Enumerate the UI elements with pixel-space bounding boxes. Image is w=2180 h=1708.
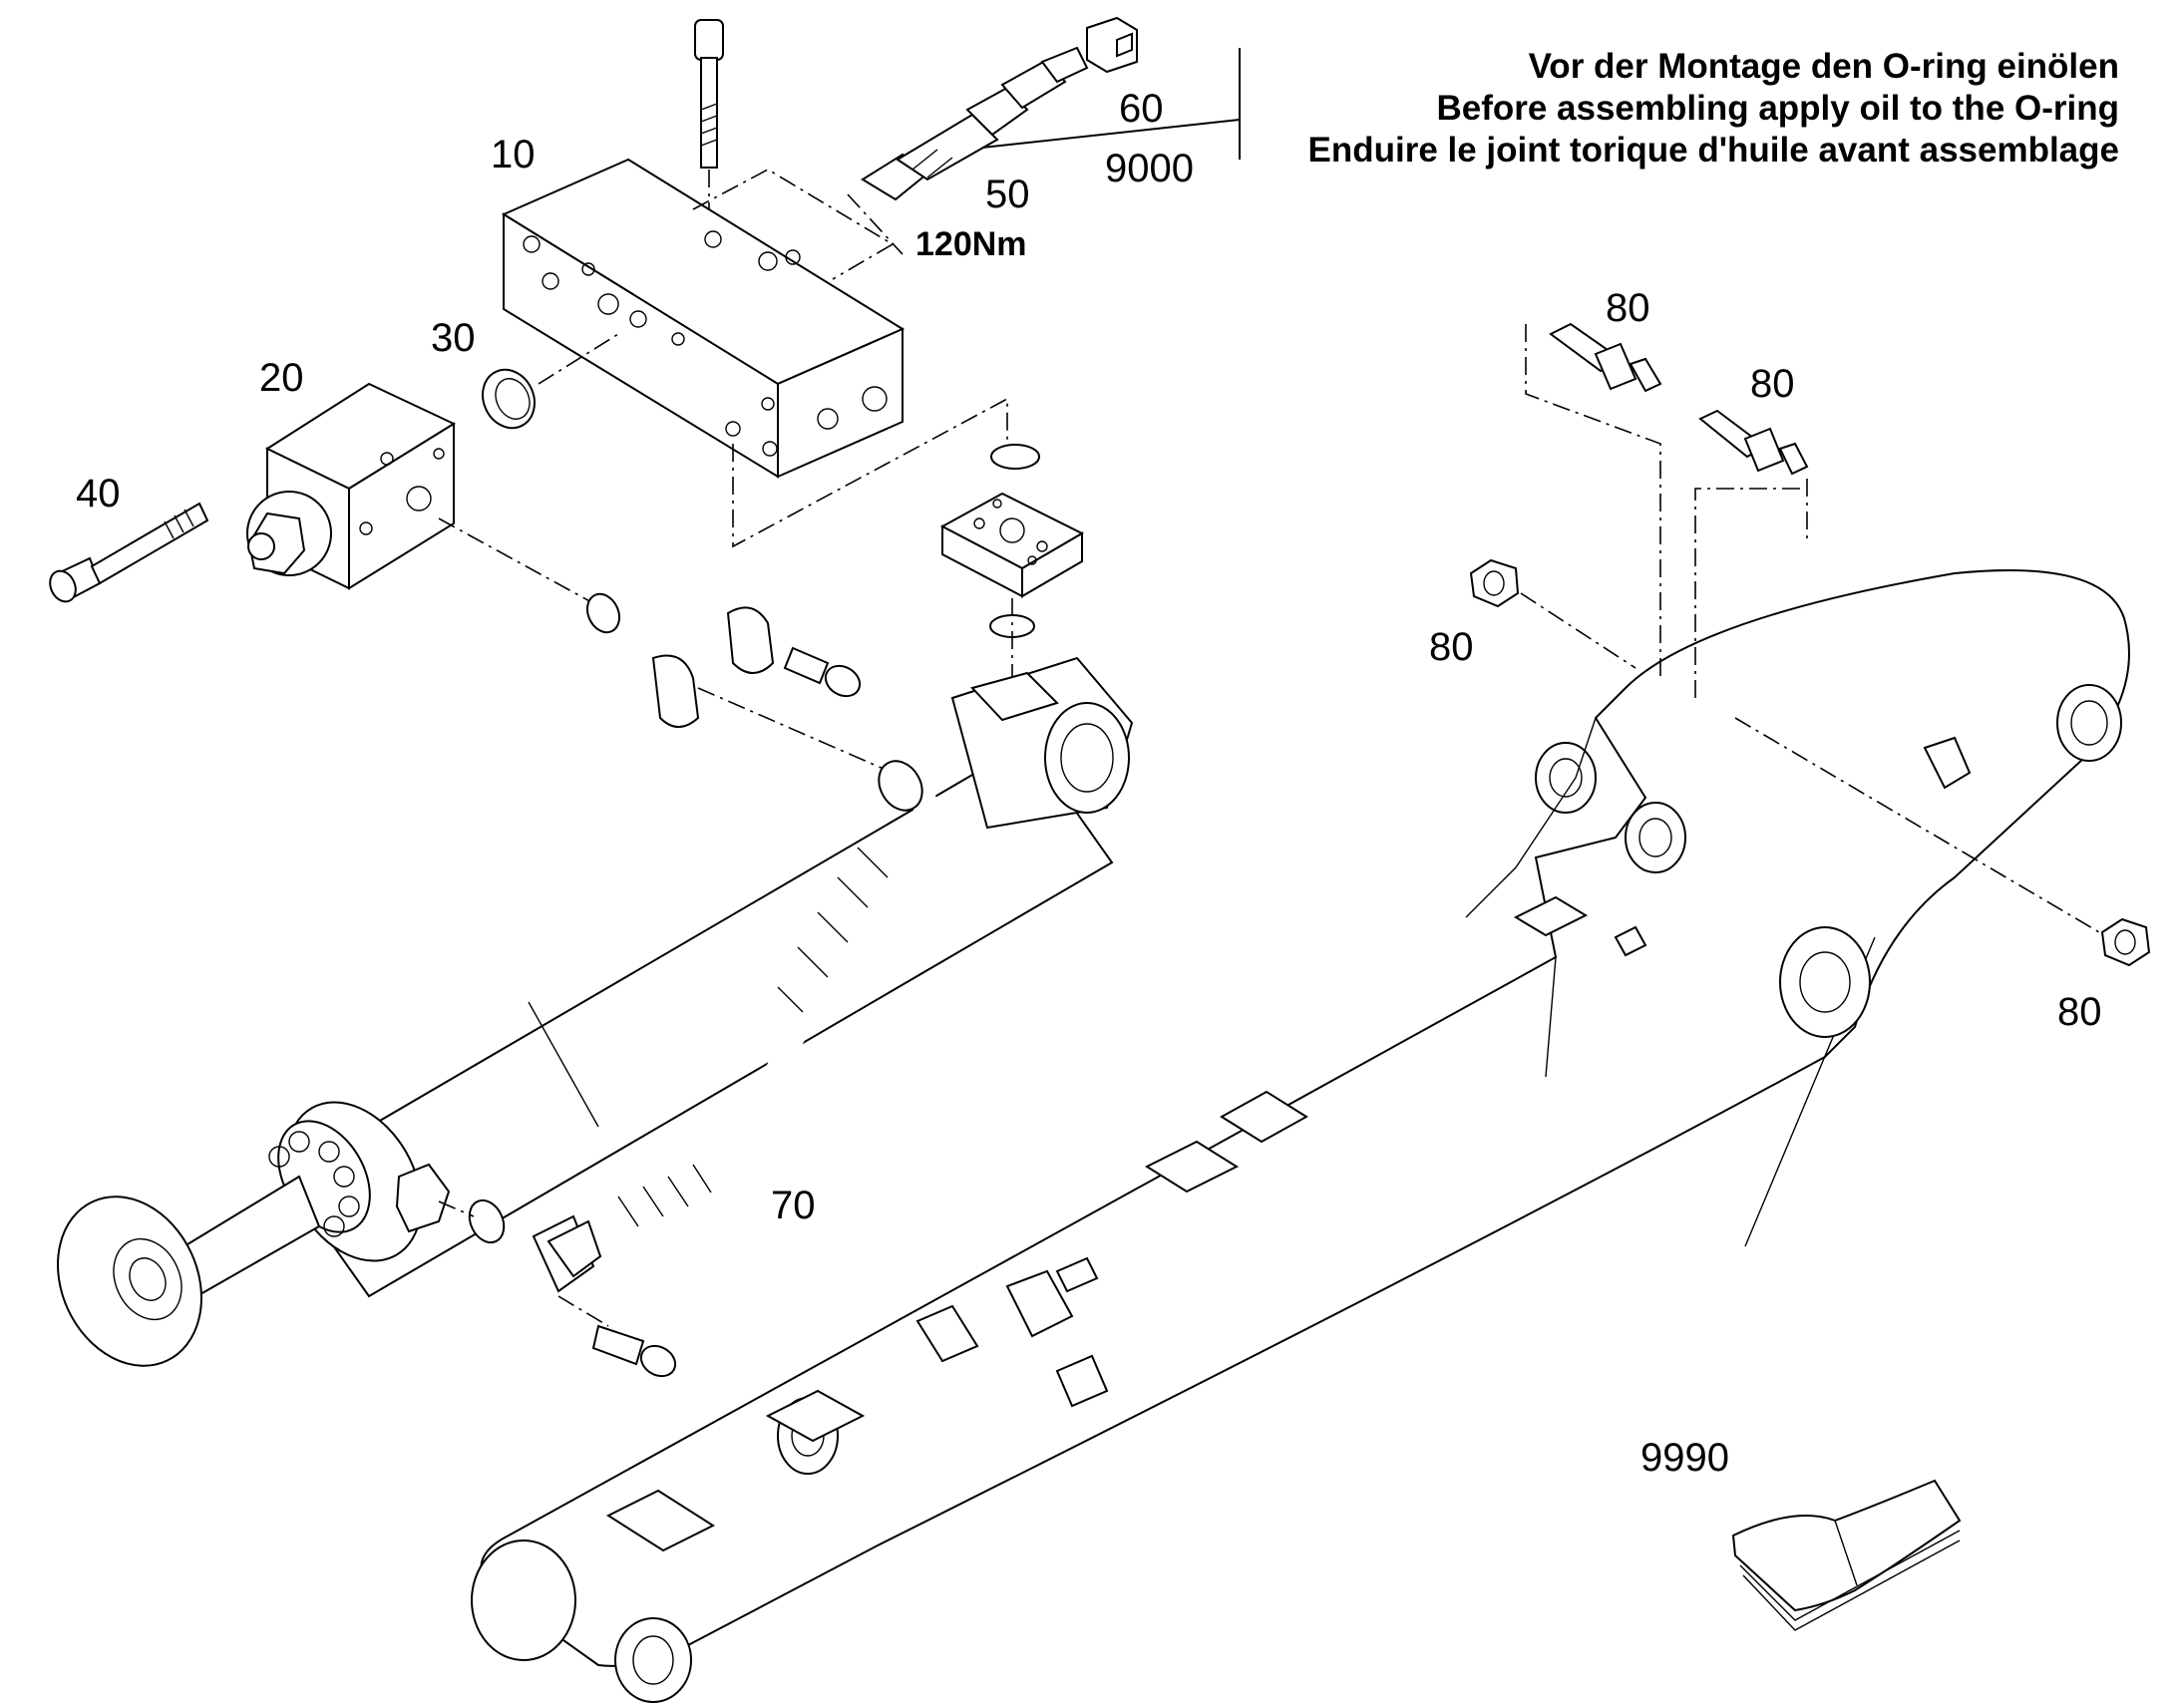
label-9990: 9990 bbox=[1640, 1436, 1729, 1480]
fitting-lower-leader bbox=[1694, 488, 1800, 698]
label-70: 70 bbox=[771, 1184, 816, 1227]
label-10: 10 bbox=[491, 133, 536, 176]
cartridge-valve-50 bbox=[861, 46, 1089, 201]
label-80-right-nut: 80 bbox=[2057, 990, 2102, 1034]
torque-label: 120Nm bbox=[915, 225, 1027, 263]
label-50: 50 bbox=[985, 172, 1030, 216]
socket-screw-40 bbox=[49, 502, 209, 603]
small-o-ring bbox=[585, 592, 621, 634]
excavator-boom bbox=[471, 569, 2130, 1703]
o-ring-30 bbox=[482, 368, 536, 430]
fitting-80-upper bbox=[1549, 322, 1662, 393]
hydraulic-cylinder bbox=[57, 656, 1134, 1367]
hex-nut-80-left bbox=[1469, 558, 1520, 608]
nut-left-leader bbox=[1520, 592, 1636, 669]
hose-screw-leader bbox=[557, 1295, 609, 1327]
note-line-en: Before assembling apply oil to the O-rin… bbox=[1436, 89, 2119, 128]
hose-flange-screw bbox=[591, 1324, 677, 1378]
flange-halves-leader bbox=[697, 687, 894, 774]
upper-o-ring bbox=[990, 444, 1040, 470]
fitting-80-lower bbox=[1698, 409, 1809, 476]
flange-leader bbox=[438, 517, 594, 604]
adapter-plate bbox=[939, 492, 1085, 598]
block-mounting-screw bbox=[694, 19, 724, 239]
nut-right-leader bbox=[1734, 717, 2100, 933]
flange-screw bbox=[783, 646, 862, 698]
label-9000: 9000 bbox=[1105, 147, 1194, 190]
flange-block-20 bbox=[246, 382, 457, 590]
manual-book-icon bbox=[1731, 1479, 1962, 1631]
hex-nut-80-right bbox=[2100, 917, 2151, 967]
label-30: 30 bbox=[431, 316, 476, 360]
fitting-upper-leader bbox=[1525, 324, 1661, 678]
note-line-de: Vor der Montage den O-ring einölen bbox=[1529, 47, 2119, 86]
cylinder-port-leader bbox=[438, 1200, 475, 1217]
assembly-note: Vor der Montage den O-ring einölen Befor… bbox=[1239, 47, 2120, 170]
cartridge-leader bbox=[847, 193, 904, 255]
valve-block-10 bbox=[501, 158, 906, 479]
block-hidden-outline bbox=[692, 169, 895, 280]
solenoid-cap-60 bbox=[1086, 16, 1138, 74]
split-flange-halves bbox=[651, 606, 775, 728]
cylinder-o-ring bbox=[468, 1198, 506, 1244]
label-40: 40 bbox=[76, 472, 121, 515]
hose-70 bbox=[532, 760, 937, 1293]
label-60: 60 bbox=[1119, 87, 1164, 131]
label-20: 20 bbox=[259, 356, 304, 400]
label-80-lower: 80 bbox=[1750, 362, 1795, 406]
note-line-fr: Enduire le joint torique d'huile avant a… bbox=[1308, 131, 2120, 170]
label-80-upper: 80 bbox=[1606, 286, 1650, 330]
leader-50-60 bbox=[981, 119, 1241, 149]
callout-labels: 10 20 30 40 50 60 9000 120Nm 70 80 80 80… bbox=[76, 87, 2102, 1480]
label-80-left-nut: 80 bbox=[1429, 625, 1474, 669]
o-ring-leader bbox=[538, 333, 619, 385]
boom-ridge-line bbox=[1465, 717, 1597, 918]
block-port-leader bbox=[732, 397, 1008, 548]
